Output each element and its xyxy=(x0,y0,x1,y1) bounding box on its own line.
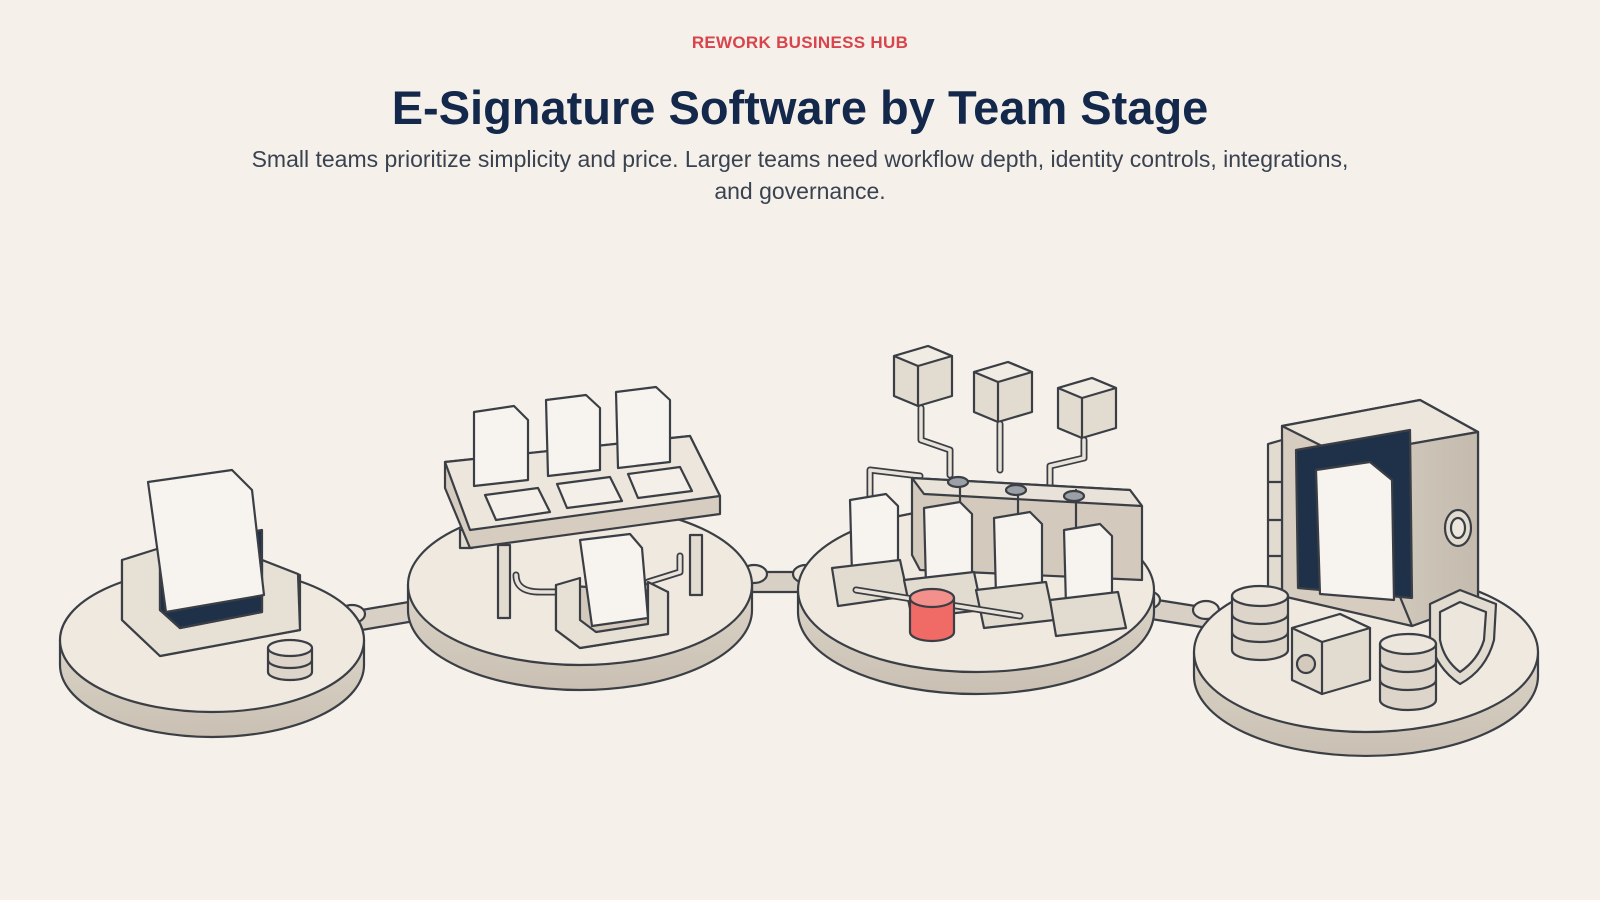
eyebrow-label: REWORK BUSINESS HUB xyxy=(691,33,909,52)
highlight-cylinder xyxy=(908,587,956,643)
stage-2-document-workbench-icon xyxy=(406,385,754,692)
page-subtitle: Small teams prioritize simplicity and pr… xyxy=(251,146,1349,204)
stage-4-secure-vault-icon xyxy=(1192,398,1540,758)
page-title: E-Signature Software by Team Stage xyxy=(391,81,1209,134)
stage-1-document-tray-icon xyxy=(58,468,366,739)
stage-3-integration-hub-icon xyxy=(796,344,1156,696)
